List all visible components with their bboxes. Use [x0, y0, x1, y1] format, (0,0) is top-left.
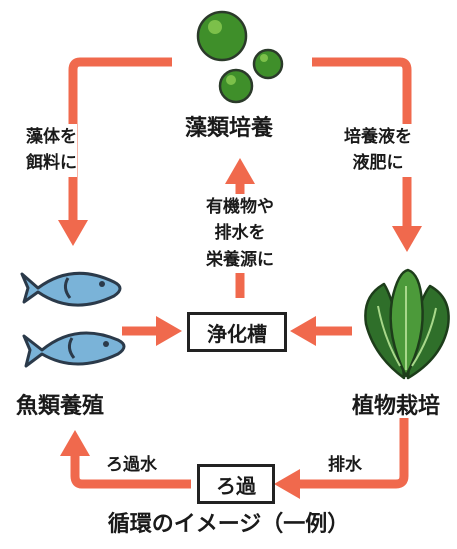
label-tank-to-algae-line1: 有機物や — [206, 197, 274, 217]
arrowhead-tank-right — [290, 316, 316, 346]
arrowhead-plant — [392, 226, 422, 252]
arrow-algae-to-fish — [68, 57, 172, 222]
label-tank-to-algae: 有機物や 排水を 栄養源に — [192, 194, 288, 274]
label-algae-to-plant-line1: 培養液を — [344, 127, 412, 147]
arrow-algae-to-plant — [312, 57, 412, 228]
label-tank-to-algae-line2: 排水を — [214, 223, 266, 244]
node-fish-farming: 魚類養殖 — [16, 394, 105, 419]
node-algae-culture: 藻類培養 — [185, 116, 274, 141]
fish-icon — [20, 271, 126, 368]
label-algae-to-fish-line1: 藻体を — [26, 127, 77, 147]
node-purification-tank: 浄化槽 — [187, 312, 287, 352]
algae-icon — [196, 10, 284, 104]
arrowhead-tank-left — [156, 316, 182, 346]
label-algae-to-plant: 培養液を 液肥に — [344, 124, 412, 177]
node-plant-cultivation: 植物栽培 — [352, 394, 441, 419]
node-filtration: ろ過 — [197, 464, 275, 504]
arrowhead-fish-bottom — [60, 430, 90, 456]
diagram-caption: 循環のイメージ（一例） — [107, 512, 350, 537]
purification-tank-label: 浄化槽 — [207, 321, 267, 346]
arrow-filter-to-fish — [70, 452, 191, 489]
label-tank-to-algae-line3: 栄養源に — [206, 249, 274, 270]
arrowhead-fish — [58, 220, 88, 246]
label-plant-to-filter: 排水 — [328, 455, 362, 475]
label-algae-to-plant-line2: 液肥に — [352, 153, 404, 174]
plant-icon — [364, 268, 450, 380]
arrowhead-filter — [274, 469, 300, 499]
filtration-label: ろ過 — [216, 473, 256, 498]
label-algae-to-fish-line2: 餌料に — [26, 153, 77, 174]
arrow-plant-to-filter — [296, 418, 409, 489]
label-filter-to-fish: ろ過水 — [106, 455, 157, 475]
arrowhead-algae — [225, 158, 255, 184]
label-algae-to-fish: 藻体を 餌料に — [26, 124, 77, 177]
